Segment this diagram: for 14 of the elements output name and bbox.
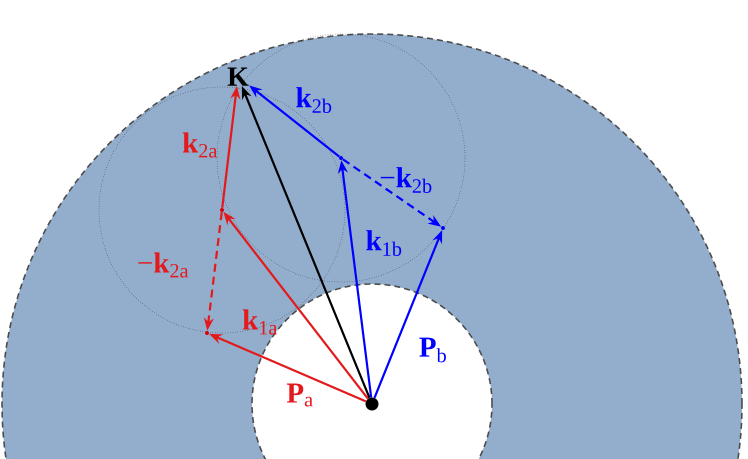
vector-tip	[220, 208, 224, 212]
vector-label: k$_{2b}$	[296, 87, 332, 113]
vector-tip	[205, 331, 209, 335]
vector-label: P$_{b}$	[419, 338, 446, 362]
vector-label: −k$_{2b}$	[380, 167, 432, 193]
origin-dot	[366, 398, 378, 410]
vector-label: k$_{2a}$	[182, 132, 218, 158]
vector-label: −k$_{2a}$	[138, 252, 188, 278]
vector-tip	[441, 226, 445, 230]
vector-label: k$_{1b}$	[366, 230, 402, 256]
point-label: K	[228, 67, 249, 86]
vector-label: P$_{a}$	[286, 384, 313, 406]
vector-tip	[339, 156, 343, 160]
vector-label: k$_{1a}$	[242, 309, 278, 335]
